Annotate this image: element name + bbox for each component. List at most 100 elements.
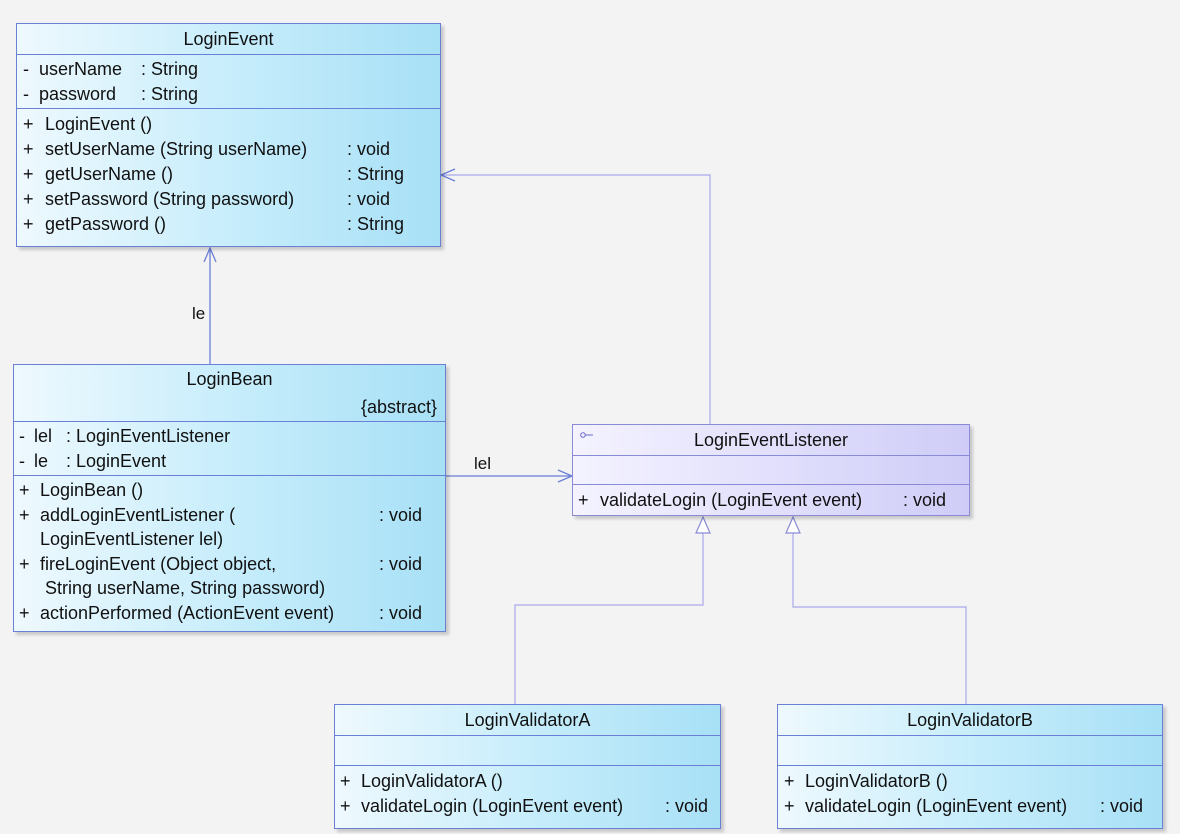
visibility-marker: + <box>784 771 795 791</box>
realization-b-triangle <box>785 515 801 534</box>
operation-row: + LoginBean () <box>14 478 445 503</box>
operation-row: +getUserName (): String <box>17 162 440 187</box>
class-login-validator-a[interactable]: LoginValidatorA + LoginValidatorA () +val… <box>334 704 721 829</box>
operation-row: String userName, String password) <box>14 576 445 601</box>
operation-return-type: : void <box>379 602 423 623</box>
operation-row: + validateLogin (LoginEvent event) : void <box>573 488 969 513</box>
abstract-stereotype: {abstract} <box>360 397 437 417</box>
class-header: LoginEventListener <box>573 425 969 455</box>
attribute-type: : String <box>141 59 199 79</box>
visibility-marker: + <box>340 796 351 816</box>
class-name: LoginEvent <box>183 29 274 49</box>
visibility-marker: + <box>23 214 34 234</box>
association-lel-label: lel <box>474 454 492 473</box>
operation-row: +validateLogin (LoginEvent event): void <box>335 794 720 819</box>
operation-name: String userName, String password) <box>40 578 326 598</box>
visibility-marker: + <box>19 480 30 500</box>
attribute-row: -password : String <box>17 82 440 107</box>
operation-row: + fireLoginEvent (Object object, : void <box>14 552 445 577</box>
operations-compartment: + LoginValidatorA () +validateLogin (Logi… <box>335 765 720 819</box>
visibility-marker: + <box>784 796 795 816</box>
operation-name: LoginValidatorB () <box>805 771 948 791</box>
visibility-marker: - <box>23 59 29 79</box>
visibility-marker: + <box>23 139 34 159</box>
attribute-type: : String <box>141 84 199 104</box>
operation-name: addLoginEventListener ( <box>40 504 236 525</box>
attribute-name: lel <box>34 426 53 446</box>
realization-a-triangle <box>695 515 711 534</box>
operation-name: validateLogin (LoginEvent event) <box>600 490 863 510</box>
operation-name: fireLoginEvent (Object object, <box>40 553 277 574</box>
attributes-compartment: -userName : String -password : String <box>17 54 440 108</box>
operation-row: + setUserName (String userName) : void <box>17 137 440 162</box>
operation-name: LoginEventListener lel) <box>40 529 224 549</box>
attribute-row: -lel : LoginEventListener <box>14 424 445 449</box>
visibility-marker: + <box>19 553 30 574</box>
visibility-marker: - <box>19 451 25 471</box>
attribute-type: : LoginEvent <box>66 451 167 471</box>
operation-row: + LoginEvent () <box>17 112 440 137</box>
operation-row: + validateLogin (LoginEvent event) : void <box>778 794 1162 819</box>
class-header: LoginValidatorA <box>335 705 720 735</box>
association-le-arrowhead <box>203 246 217 263</box>
dependency-listener-event-arrowhead <box>439 168 456 182</box>
attribute-type: : LoginEventListener <box>66 426 231 446</box>
attributes-compartment <box>335 735 720 765</box>
class-name: LoginValidatorA <box>464 710 591 730</box>
operation-return-type: : void <box>903 490 947 510</box>
operation-name: actionPerformed (ActionEvent event) <box>40 602 335 623</box>
operation-row: + LoginValidatorB () <box>778 769 1162 794</box>
attribute-name: userName <box>39 59 123 79</box>
association-le-label: le <box>192 304 206 323</box>
operation-name: setUserName (String userName) <box>45 139 308 159</box>
dependency-listener-event-line[interactable] <box>441 174 711 424</box>
visibility-marker: + <box>23 164 34 184</box>
visibility-marker: - <box>19 426 25 446</box>
visibility-marker: + <box>578 490 589 510</box>
realization-b-line[interactable] <box>792 533 967 704</box>
class-header: LoginValidatorB <box>778 705 1162 735</box>
operation-name: validateLogin (LoginEvent event) <box>805 796 1068 816</box>
operation-return-type: : void <box>379 553 423 574</box>
attribute-row: -userName : String <box>17 57 440 82</box>
attribute-name: password <box>39 84 117 104</box>
operation-return-type: : void <box>1100 796 1144 816</box>
visibility-marker: + <box>23 114 34 134</box>
realization-a-line[interactable] <box>514 533 704 704</box>
attribute-row: -le : LoginEvent <box>14 449 445 474</box>
visibility-marker: + <box>19 602 30 623</box>
operation-row: +getPassword (): String <box>17 212 440 237</box>
operation-name: getPassword () <box>45 214 167 234</box>
operation-row: LoginEventListener lel) <box>14 527 445 552</box>
operation-return-type: : void <box>379 504 423 525</box>
interface-lollipop-icon <box>580 432 593 438</box>
class-header: LoginBean {abstract} <box>14 365 445 421</box>
visibility-marker: + <box>340 771 351 791</box>
interface-login-event-listener[interactable]: LoginEventListener + validateLogin (Login… <box>572 424 970 516</box>
class-login-validator-b[interactable]: LoginValidatorB + LoginValidatorB () + val… <box>777 704 1163 829</box>
attributes-compartment <box>778 735 1162 765</box>
operations-compartment: + LoginValidatorB () + validateLogin (Logi… <box>778 765 1162 819</box>
operations-compartment: + validateLogin (LoginEvent event) : void <box>573 484 969 513</box>
operation-name: setPassword (String password) <box>45 189 295 209</box>
operation-name: LoginBean () <box>40 480 144 500</box>
attribute-name: le <box>34 451 49 471</box>
operation-row: +addLoginEventListener (: void <box>14 503 445 528</box>
attributes-compartment <box>573 455 969 484</box>
visibility-marker: - <box>23 84 29 104</box>
class-login-bean[interactable]: LoginBean {abstract} -lel : LoginEventLis… <box>13 364 446 632</box>
class-login-event[interactable]: LoginEvent -userName : String -password : … <box>16 23 441 247</box>
operation-name: LoginValidatorA () <box>361 771 503 791</box>
operations-compartment: + LoginEvent () + setUserName (String user… <box>17 108 440 237</box>
operations-compartment: + LoginBean () + addLoginEventListener ( : … <box>14 475 445 625</box>
attributes-compartment: -lel : LoginEventListener -le : LoginEvent <box>14 421 445 475</box>
operation-row: +setPassword (String password): void <box>17 187 440 212</box>
class-header: LoginEvent <box>17 24 440 54</box>
operation-name: LoginEvent () <box>45 114 153 134</box>
operation-return-type: : void <box>665 796 709 816</box>
visibility-marker: + <box>23 189 34 209</box>
class-name: LoginBean <box>186 369 273 389</box>
operation-return-type: : void <box>347 139 391 159</box>
class-name: LoginValidatorB <box>907 710 1033 730</box>
